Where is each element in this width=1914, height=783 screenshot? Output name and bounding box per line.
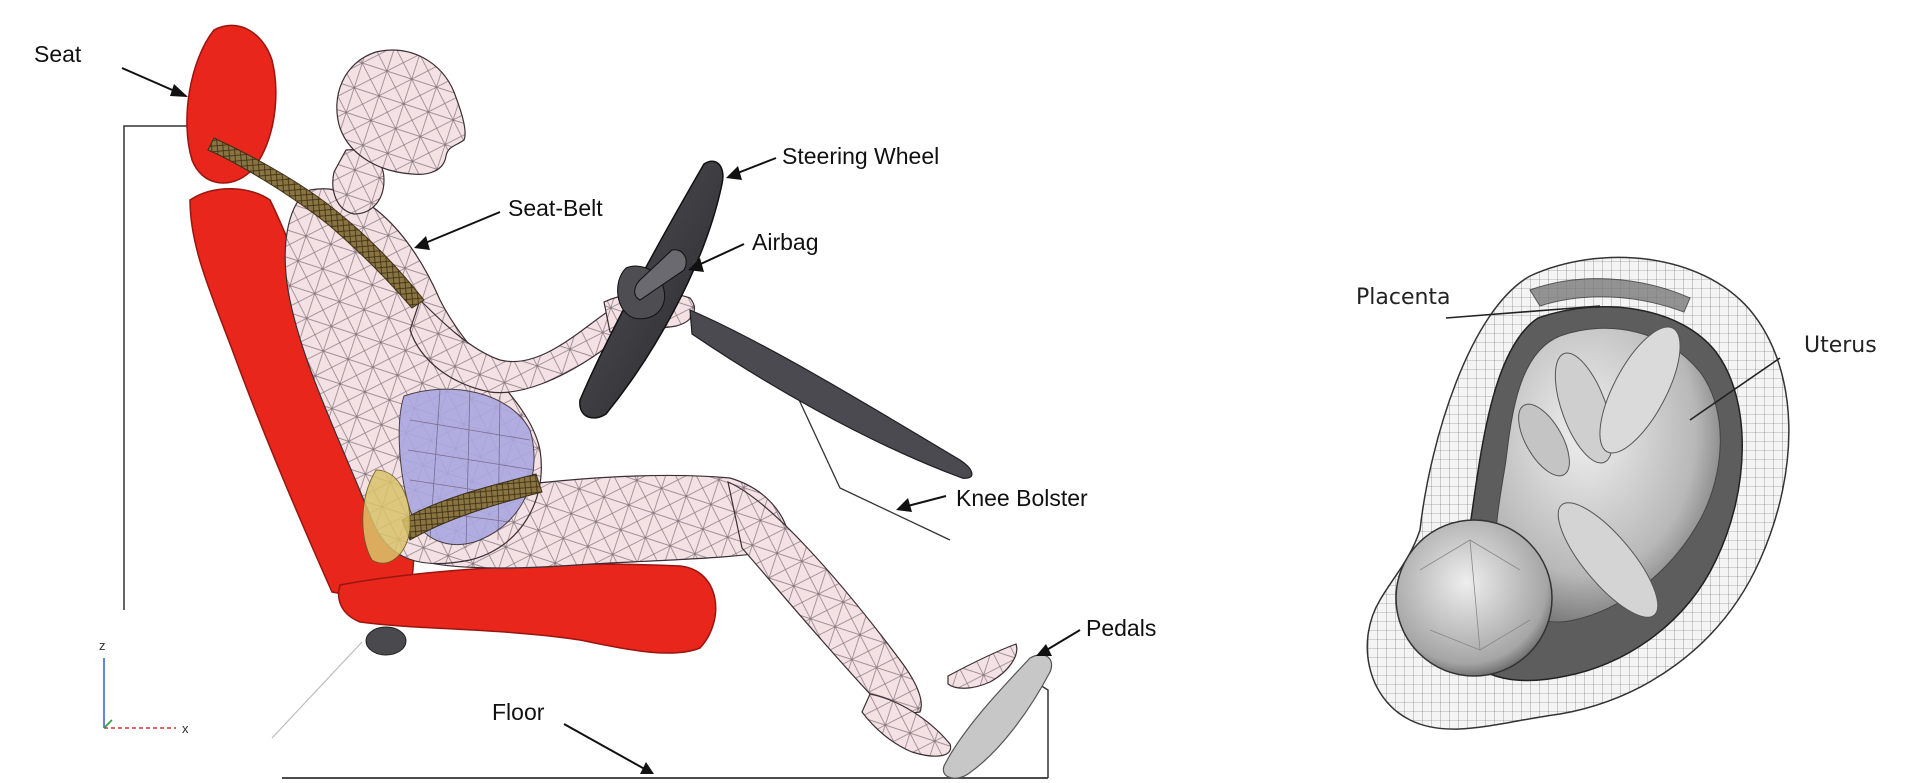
axis-z-label: z xyxy=(99,638,106,653)
label-floor: Floor xyxy=(492,699,545,725)
label-placenta: Placenta xyxy=(1356,285,1451,310)
label-uterus: Uterus xyxy=(1804,333,1877,358)
label-seat-belt: Seat-Belt xyxy=(508,195,603,221)
seat-recliner-knob xyxy=(366,627,406,655)
label-steering-wheel: Steering Wheel xyxy=(782,143,939,169)
fetus-head xyxy=(1396,520,1552,676)
seat-reference-line xyxy=(124,126,202,610)
steering-wheel-model xyxy=(580,161,972,478)
uterus-model: Placenta Uterus xyxy=(1356,257,1877,729)
seat-mount-line xyxy=(272,642,362,738)
axis-triad: z x xyxy=(99,638,189,736)
floor-leader xyxy=(564,724,650,772)
label-airbag: Airbag xyxy=(752,229,818,255)
steering-column xyxy=(690,310,972,478)
seat-belt-leader-arrow xyxy=(414,236,430,250)
steering-wheel-leader-arrow xyxy=(726,166,742,180)
axis-x-label: x xyxy=(182,721,189,736)
seat-leader-arrow xyxy=(170,84,188,97)
seat-belt-leader xyxy=(418,212,500,246)
occupant-crash-model: Seat Seat-Belt Steering Wheel Airbag Kne… xyxy=(34,25,1156,778)
occupant-foot-upper xyxy=(948,644,1017,688)
knee-bolster-leader-arrow xyxy=(896,498,912,512)
label-knee-bolster: Knee Bolster xyxy=(956,485,1088,511)
pedals-leader-arrow xyxy=(1036,644,1052,656)
occupant-shin xyxy=(728,482,921,713)
axis-y-marker xyxy=(104,720,112,728)
label-seat: Seat xyxy=(34,41,82,67)
label-pedals: Pedals xyxy=(1086,615,1156,641)
